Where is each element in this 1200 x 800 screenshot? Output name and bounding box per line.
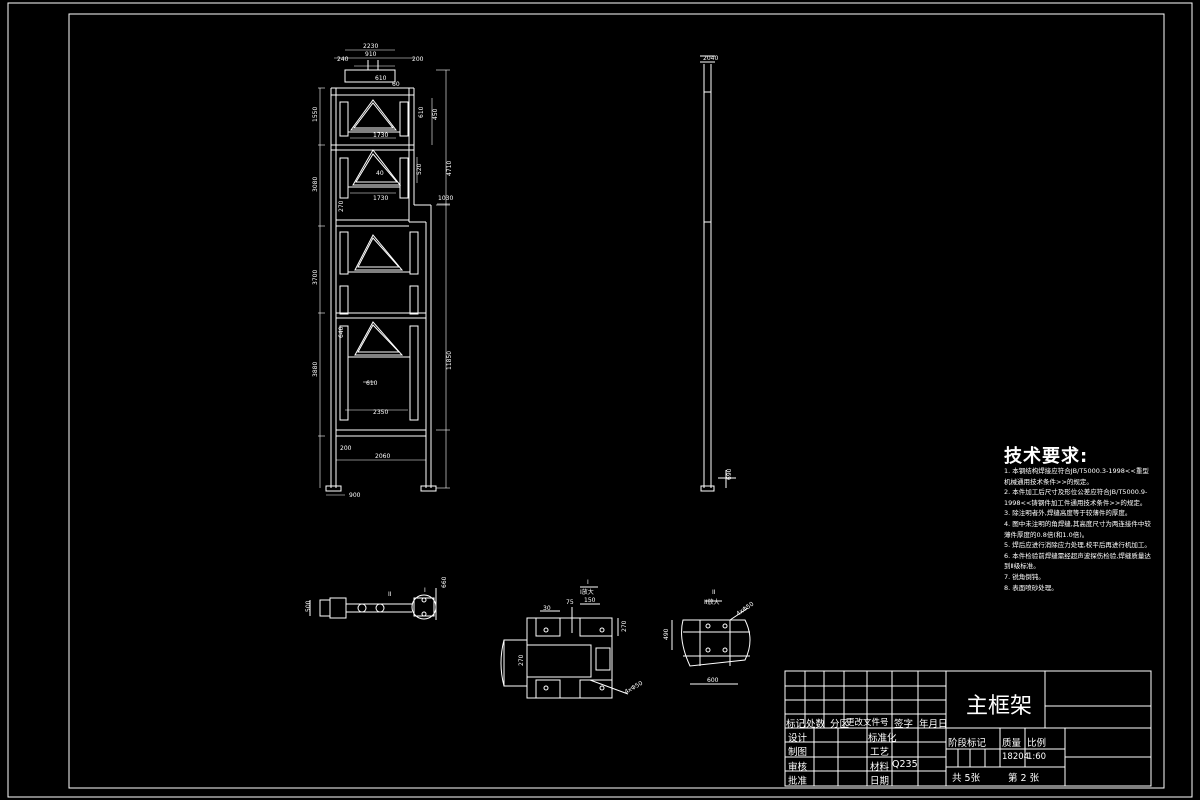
tb-role-design: 设计 [788,733,808,744]
detail-ii-title: II [712,589,716,596]
detail-ii-view [671,600,751,685]
tb-label-date: 年月日 [919,719,948,730]
plan-dim-1: 660 [441,576,448,588]
tech-requirement-item: 7. 锐角倒钝。 [1004,572,1045,581]
detail-i-dim-1: 75 [566,599,574,606]
dim-left-1: 3080 [312,177,319,192]
dim-inner-9: 200 [340,445,352,452]
tb-role-review: 审核 [788,762,808,773]
section-mark-i: I [424,587,426,594]
tech-requirement-item: 1. 本钢结构焊接应符合JB/T5000.3-1998<<重型机械通用技术条件>… [1004,467,1149,486]
tech-requirement-item: 4. 图中未注明的角焊缝,其高度尺寸为两连接件中较薄件厚度的0.8倍(和1.0倍… [1004,519,1151,539]
tb-sheets-total: 共 5张 [952,773,981,784]
dim-inner-2: 40 [376,170,384,177]
tech-requirements-title: 技术要求: [1004,446,1089,467]
side-dim-0: 2040 [703,55,718,62]
dim-inner-4: 520 [416,163,423,175]
detail-ii-dim-1: 490 [663,628,670,640]
side-view [700,55,736,492]
tb-sheet-no: 第 2 张 [1008,773,1040,784]
dim-inner-11: 900 [349,492,361,499]
detail-i-dim-3: 270 [621,620,628,632]
dim-top-3: 610 [375,75,387,82]
tech-requirement-item: 6. 本件检验前焊缝需经超声波探伤检验,焊缝质量达到Ⅱ级标准。 [1004,551,1151,571]
detail-i-dim-0: 30 [543,605,551,612]
plan-view [309,588,437,620]
detail-i-dim-2: 150 [584,597,596,604]
detail-ii-subtitle: II放大 [704,598,720,606]
dim-right-2: 11850 [446,351,453,370]
outer-border [7,2,1193,798]
tb-label-zone: 分区 [830,719,850,730]
side-view-dim-text: 2040 690 [703,55,733,480]
dim-inner-8: 610 [366,380,378,387]
dim-inner-1: 1730 [373,195,388,202]
dim-inner-0: 1730 [373,132,388,139]
dim-inner-5: 610 [418,106,425,118]
tb-scale-value: 1:60 [1027,752,1047,762]
detail-i-dim-4: 4xΦ50 [624,680,645,696]
tb-standardization: 标准化 [868,733,897,744]
dim-top-5: 200 [412,56,424,63]
tb-date-label: 日期 [870,776,890,787]
detail-ii-dim-0: 4xΦ50 [735,600,755,617]
dim-right-3: 450 [432,108,439,120]
tech-requirement-item: 2. 本件加工后尺寸及形位公差应符合JB/T5000.9-1998<<铸钢件加工… [1004,488,1148,507]
dim-inner-7: 2350 [373,409,388,416]
detail-i-dim-5: 270 [518,654,525,666]
detail-i-view [500,586,629,699]
tb-weight-value: 18204 [1002,752,1030,762]
detail-ii-dim-2: 600 [707,677,719,684]
tech-requirement-item: 5. 焊后应进行消除应力处理,校平后再进行机加工。 [1004,541,1151,550]
tb-label-change-doc: 更改文件号 [846,718,889,728]
main-view-dimensions [318,49,450,496]
dim-left-0: 1550 [312,107,319,122]
dim-top-0: 2230 [363,43,378,50]
tb-label-mark: 标记 [786,719,806,730]
tb-role-approve: 批准 [788,776,808,787]
dim-top-4: 60 [392,81,400,88]
tech-requirement-item: 8. 表面喷砂处理。 [1004,583,1058,592]
tb-label-signature: 签字 [894,719,914,730]
section-mark-ii: II [388,591,392,598]
dim-inner-3: 270 [338,200,345,212]
tech-requirements-list: 1. 本钢结构焊接应符合JB/T5000.3-1998<<重型机械通用技术条件>… [1004,466,1154,593]
plan-view-text: 500 660 II I [305,576,448,612]
main-frame-view [325,60,437,492]
title-block [784,670,1152,787]
dim-right-0: 4710 [446,161,453,176]
main-view-dim-text: 2230 910 240 610 60 200 1550 3080 3700 3… [312,43,453,499]
inner-border [68,13,1165,789]
dim-top-2: 240 [337,56,349,63]
dim-right-1: 1030 [438,195,453,202]
detail-ii-text: II II放大 4xΦ50 490 600 [663,589,755,684]
tech-requirement-item: 3. 除注明者外,焊缝高度等于较薄件的厚度。 [1004,509,1132,518]
drawing-name: 主框架 [966,694,1033,719]
side-dim-1: 690 [726,468,733,480]
plan-dim-0: 500 [305,600,312,612]
dim-inner-6: 640 [338,326,345,338]
dim-left-2: 3700 [312,270,319,285]
sheet-frame [7,2,1193,798]
tb-material-value: Q235 [892,759,918,770]
dim-inner-10: 2060 [375,453,390,460]
tb-role-draw: 制图 [788,747,808,758]
detail-i-title: I [587,579,589,586]
detail-i-subtitle: I放大 [580,588,594,596]
dim-left-3: 3880 [312,362,319,377]
tb-label-count: 处数 [806,719,826,730]
tb-stage-mark: 阶段标记 [948,738,987,749]
tb-process: 工艺 [870,747,890,758]
tb-weight-label: 质量 [1002,738,1022,749]
dim-top-1: 910 [365,51,377,58]
detail-i-text: I I放大 30 75 150 270 4xΦ50 270 [518,579,644,696]
tb-material-label: 材料 [870,762,890,773]
tb-scale-label: 比例 [1027,738,1047,749]
